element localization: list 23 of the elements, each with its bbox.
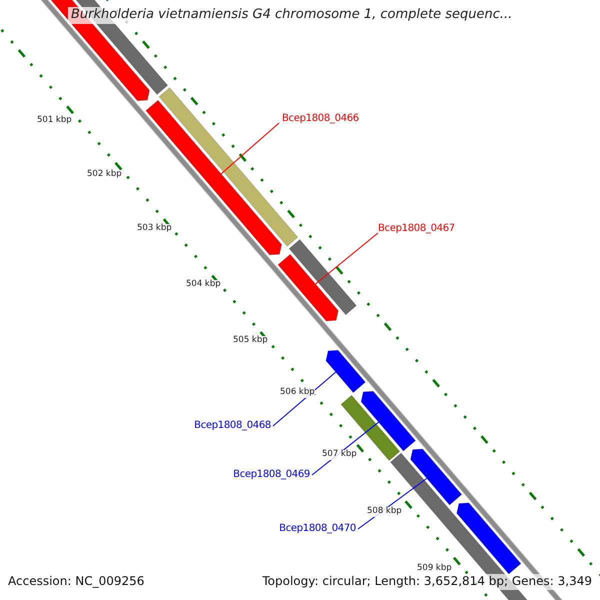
scale-label: 508 kbp xyxy=(367,507,402,517)
gene-label: Bcep1808_0469 xyxy=(233,469,310,480)
scale-label: 502 kbp xyxy=(87,170,122,180)
gene-label: Bcep1808_0467 xyxy=(378,223,455,234)
leader-line xyxy=(315,232,378,284)
gene-feature xyxy=(277,254,339,322)
scale-label: 501 kbp xyxy=(37,116,72,126)
gene-feature xyxy=(456,502,522,575)
scale-label: 507 kbp xyxy=(322,450,357,460)
accession-text: Accession: NC_009256 xyxy=(6,574,146,590)
gene-label: Bcep1808_0468 xyxy=(194,420,271,432)
scale-label: 503 kbp xyxy=(137,224,172,234)
leader-line xyxy=(220,122,280,174)
gene-label: Bcep1808_0466 xyxy=(282,113,359,124)
scale-label: 505 kbp xyxy=(233,336,268,346)
gene-feature xyxy=(360,390,416,452)
gene-label: Bcep1808_0470 xyxy=(279,523,356,534)
scale-label: 504 kbp xyxy=(186,280,221,290)
scale-label: 509 kbp xyxy=(417,564,452,574)
scale-label: 506 kbp xyxy=(280,388,315,398)
gene-feature xyxy=(410,448,462,506)
gene-feature xyxy=(326,350,366,394)
genome-info-text: Topology: circular; Length: 3,652,814 bp; Genes: 3,349 xyxy=(260,574,594,590)
